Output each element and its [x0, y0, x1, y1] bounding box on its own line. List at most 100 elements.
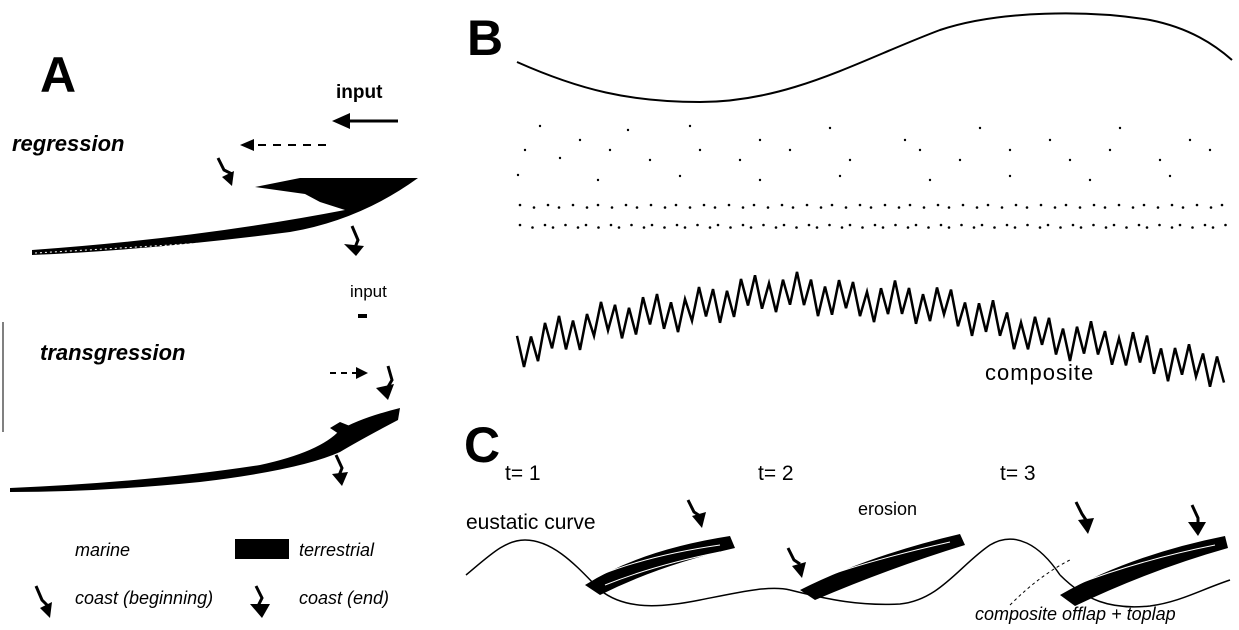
- frequency-dot: [1039, 203, 1043, 207]
- frequency-dot: [1079, 226, 1083, 229]
- composite-curve: [515, 271, 1226, 387]
- regression-label: regression: [12, 131, 125, 156]
- frequency-dot: [752, 203, 756, 207]
- frequency-dot: [741, 223, 745, 227]
- frequency-dot: [774, 226, 778, 229]
- step-label-t2: t= 2: [758, 462, 794, 485]
- frequency-dot: [873, 223, 877, 227]
- panel-a-diagrams: [2, 113, 418, 618]
- frequency-dot: [908, 203, 912, 207]
- frequency-dot: [649, 203, 653, 207]
- frequency-dots: [516, 124, 1212, 182]
- frequency-dot: [663, 226, 666, 229]
- frequency-dot: [650, 223, 654, 227]
- frequency-dot: [683, 226, 687, 229]
- eustatic-curve-t2: [789, 538, 1061, 606]
- frequency-dot: [576, 226, 580, 229]
- frequency-dot: [1053, 206, 1057, 209]
- coast-beginning-marker-regression: [216, 157, 234, 186]
- frequency-dot: [1038, 226, 1042, 229]
- frequency-dot: [702, 203, 706, 207]
- input-label-mid: input: [350, 282, 387, 301]
- frequency-dot: [980, 223, 984, 227]
- step-label-t3: t= 3: [1000, 462, 1036, 485]
- frequency-dot: [1000, 206, 1004, 209]
- frequency-dot: [1137, 223, 1141, 227]
- frequency-dot: [986, 203, 990, 207]
- frequency-dot: [624, 203, 628, 207]
- frequency-dot: [1156, 206, 1160, 209]
- frequency-dot: [805, 203, 809, 207]
- frequency-dot: [819, 206, 823, 209]
- input-label-top: input: [336, 82, 383, 103]
- frequency-dot: [1005, 223, 1009, 227]
- frequency-dot: [708, 226, 712, 229]
- frequency-dot: [571, 203, 575, 207]
- coast-end-marker-regression: [344, 225, 364, 256]
- wedge-t3: [1009, 536, 1228, 606]
- frequency-dot: [596, 203, 600, 207]
- frequency-dot: [1112, 223, 1116, 227]
- legend-terrestrial-swatch: [235, 539, 289, 559]
- coast-marker-t1: [686, 499, 706, 528]
- frequency-dot: [791, 206, 795, 209]
- transgression-label: transgression: [40, 340, 186, 365]
- eustatic-sine-curve: [516, 12, 1233, 104]
- frequency-dot: [1224, 223, 1227, 227]
- frequency-dot: [1191, 226, 1194, 229]
- frequency-dot: [844, 206, 848, 209]
- frequency-dot: [1092, 223, 1095, 227]
- frequency-dot: [960, 223, 963, 227]
- frequency-dot: [674, 203, 678, 207]
- frequency-dot: [642, 226, 646, 229]
- frequency-dot: [1220, 203, 1224, 207]
- frequency-dot: [1158, 223, 1161, 227]
- frequency-dot: [564, 223, 567, 227]
- frequency-dot: [861, 226, 864, 229]
- frequency-dot: [1170, 226, 1174, 229]
- frequency-dot: [795, 226, 798, 229]
- frequency-dot: [532, 206, 536, 209]
- frequency-dot: [630, 223, 633, 227]
- panel-b-diagrams: [515, 12, 1233, 387]
- frequency-dot: [518, 203, 522, 207]
- frequency-dot: [1071, 223, 1075, 227]
- frequency-dot: [1092, 203, 1096, 207]
- frequency-dot: [749, 226, 753, 229]
- frequency-dot: [894, 223, 897, 227]
- frequency-dot: [584, 223, 588, 227]
- frequency-dot: [688, 206, 692, 209]
- frequency-dot: [780, 203, 784, 207]
- frequency-dot: [1195, 203, 1199, 207]
- step-label-t1: t= 1: [505, 462, 541, 485]
- frequency-dot: [1211, 226, 1215, 229]
- frequency-dot: [1104, 226, 1108, 229]
- frequency-dot: [881, 226, 885, 229]
- frequency-dot: [741, 206, 745, 209]
- frequency-dot: [1026, 223, 1029, 227]
- frequency-dot: [1013, 226, 1017, 229]
- frequency-dot: [993, 226, 996, 229]
- legend-coast-end-label: coast (end): [299, 588, 390, 608]
- frequency-dot: [927, 226, 930, 229]
- regression-shift-arrow: [240, 139, 326, 151]
- frequency-dot: [762, 223, 765, 227]
- legend-coast-end-icon: [250, 585, 270, 618]
- frequency-dot: [848, 223, 852, 227]
- frequency-dot: [1078, 206, 1082, 209]
- legend-marine-label: marine: [75, 540, 131, 560]
- frequency-dot: [766, 206, 770, 209]
- transgression-wedge: [10, 408, 400, 492]
- wedge-t2: [800, 534, 965, 600]
- frequency-dot: [807, 223, 811, 227]
- frequency-dot: [663, 206, 667, 209]
- frequency-dot: [947, 206, 951, 209]
- frequency-dot: [840, 226, 844, 229]
- frequency-dot: [551, 226, 555, 229]
- frequency-dot: [1170, 203, 1174, 207]
- frequency-dot: [961, 203, 965, 207]
- panel-c-diagrams: [465, 499, 1231, 608]
- frequency-dot: [869, 206, 873, 209]
- frequency-dot: [828, 223, 831, 227]
- frequency-dot: [1131, 206, 1135, 209]
